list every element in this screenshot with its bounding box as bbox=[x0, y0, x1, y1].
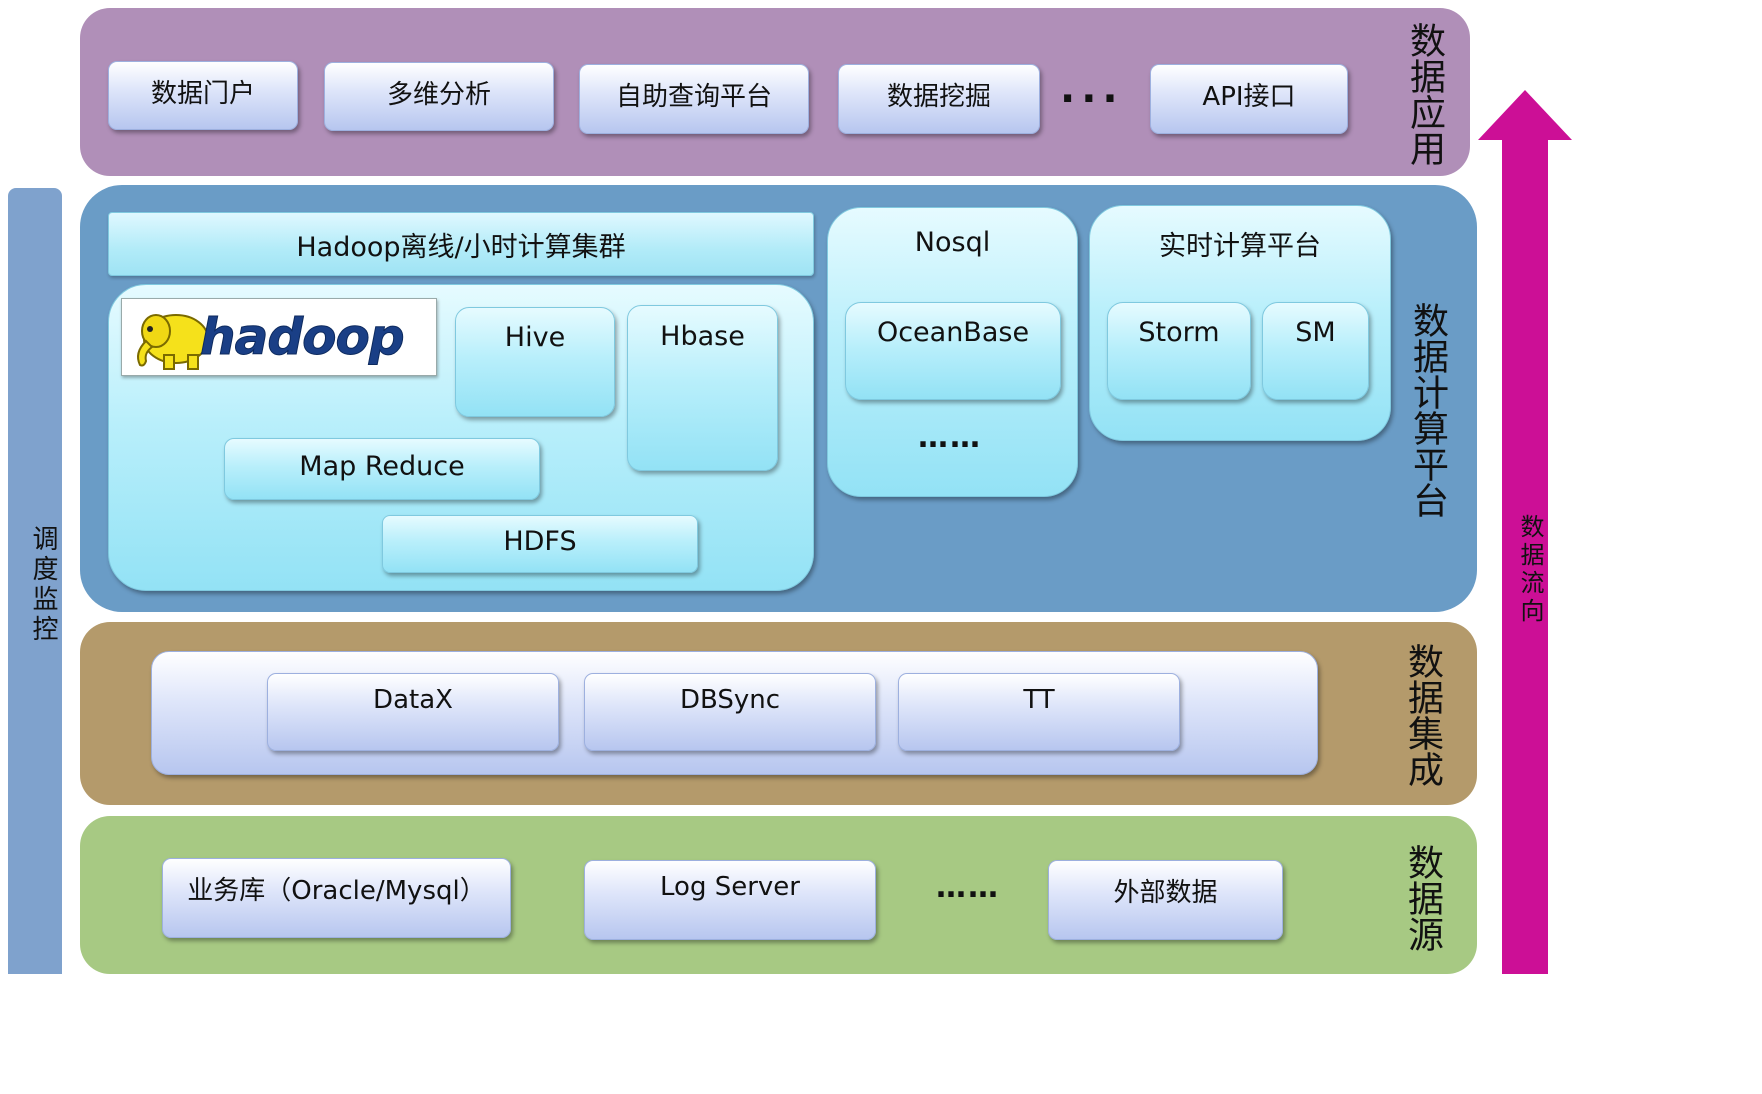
app-olap-box[interactable]: 多维分析 bbox=[324, 62, 554, 131]
hdfs-box[interactable]: HDFS bbox=[382, 515, 698, 573]
business-db-box[interactable]: 业务库（Oracle/Mysql） bbox=[162, 858, 511, 938]
app-ellipsis: ... bbox=[1060, 66, 1124, 112]
data-flow-arrow-head bbox=[1478, 90, 1572, 140]
app-self-query-box[interactable]: 自助查询平台 bbox=[579, 64, 809, 134]
layer-label-application: 数据应用 bbox=[1404, 22, 1445, 166]
log-server-box[interactable]: Log Server bbox=[584, 860, 876, 940]
layer-label-compute: 数据计算平台 bbox=[1407, 302, 1448, 518]
hadoop-elephant-icon bbox=[137, 314, 209, 370]
source-ellipsis: …… bbox=[936, 870, 1000, 905]
layer-label-integration: 数据集成 bbox=[1402, 643, 1443, 787]
hadoop-logo bbox=[121, 298, 437, 376]
nosql-title: Nosql bbox=[914, 227, 991, 258]
app-data-mining-box[interactable]: 数据挖掘 bbox=[838, 64, 1040, 134]
scheduling-monitor-bar bbox=[8, 188, 62, 974]
nosql-ellipsis: …… bbox=[918, 420, 982, 455]
hadoop-logo-text: hadoop bbox=[200, 308, 406, 367]
dbsync-box[interactable]: DBSync bbox=[584, 673, 876, 751]
hive-box[interactable]: Hive bbox=[455, 307, 615, 417]
oceanbase-box[interactable]: OceanBase bbox=[845, 302, 1061, 400]
hbase-box[interactable]: Hbase bbox=[627, 305, 778, 471]
realtime-title: 实时计算平台 bbox=[1159, 231, 1321, 262]
mapreduce-box[interactable]: Map Reduce bbox=[224, 438, 540, 500]
hadoop-cluster-header: Hadoop离线/小时计算集群 bbox=[108, 212, 814, 276]
data-flow-arrow bbox=[1502, 136, 1548, 974]
tt-box[interactable]: TT bbox=[898, 673, 1180, 751]
app-api-box[interactable]: API接口 bbox=[1150, 64, 1348, 134]
sm-box[interactable]: SM bbox=[1262, 302, 1369, 400]
datax-box[interactable]: DataX bbox=[267, 673, 559, 751]
layer-label-source: 数据源 bbox=[1402, 844, 1443, 952]
data-flow-label: 数据流向 bbox=[1516, 514, 1544, 626]
storm-box[interactable]: Storm bbox=[1107, 302, 1251, 400]
app-portal-box[interactable]: 数据门户 bbox=[108, 61, 298, 130]
external-data-box[interactable]: 外部数据 bbox=[1048, 860, 1283, 940]
scheduling-monitor-label: 调度监控 bbox=[28, 525, 58, 645]
